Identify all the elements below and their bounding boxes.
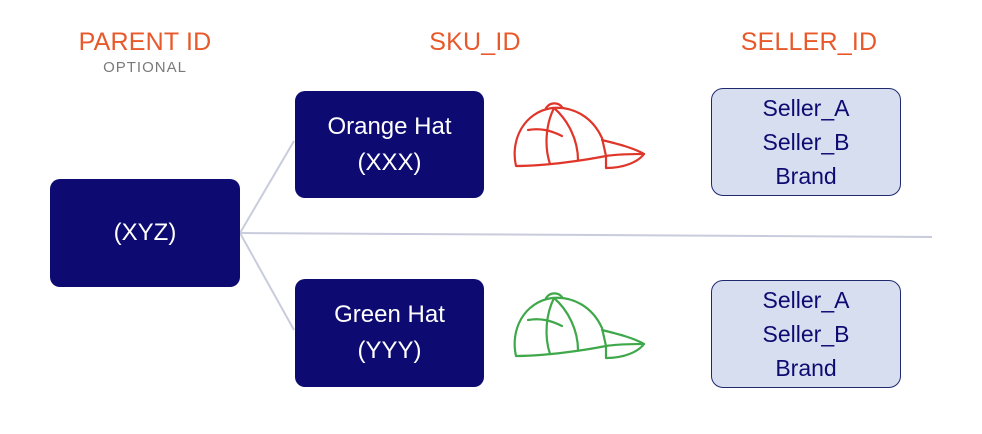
parent-label: (XYZ) — [113, 219, 177, 246]
sku-box-green-hat: Green Hat (YYY) — [295, 279, 484, 387]
sku-code: (XXX) — [357, 148, 422, 176]
sku-name: Orange Hat — [327, 112, 452, 140]
seller-entry: Seller_B — [762, 129, 850, 155]
seller-box-orange-hat: Seller_A Seller_B Brand — [711, 88, 901, 196]
sku-code: (YYY) — [357, 337, 422, 364]
parent-box: (XYZ) — [50, 179, 240, 287]
connector-to-green-hat — [239, 232, 295, 331]
seller-entry: Seller_B — [762, 321, 850, 347]
connector-to-orange-hat — [239, 140, 295, 234]
seller-id-header: SELLER_ID — [740, 28, 878, 56]
sku-name: Green Hat — [334, 301, 445, 328]
seller-entry: Seller_A — [762, 95, 850, 121]
cap-icon — [513, 292, 646, 360]
sku-id-header: SKU_ID — [429, 28, 521, 56]
optional-subheader: OPTIONAL — [103, 59, 187, 76]
seller-entry: Brand — [775, 163, 837, 189]
sku-box-orange-hat: Orange Hat (XXX) — [295, 91, 484, 198]
divider-line — [239, 232, 933, 238]
seller-box-green-hat: Seller_A Seller_B Brand — [711, 280, 901, 388]
seller-entry: Seller_A — [762, 287, 850, 313]
seller-entry: Brand — [775, 355, 837, 381]
parent-id-header: PARENT ID — [78, 28, 212, 56]
cap-icon — [513, 102, 646, 170]
